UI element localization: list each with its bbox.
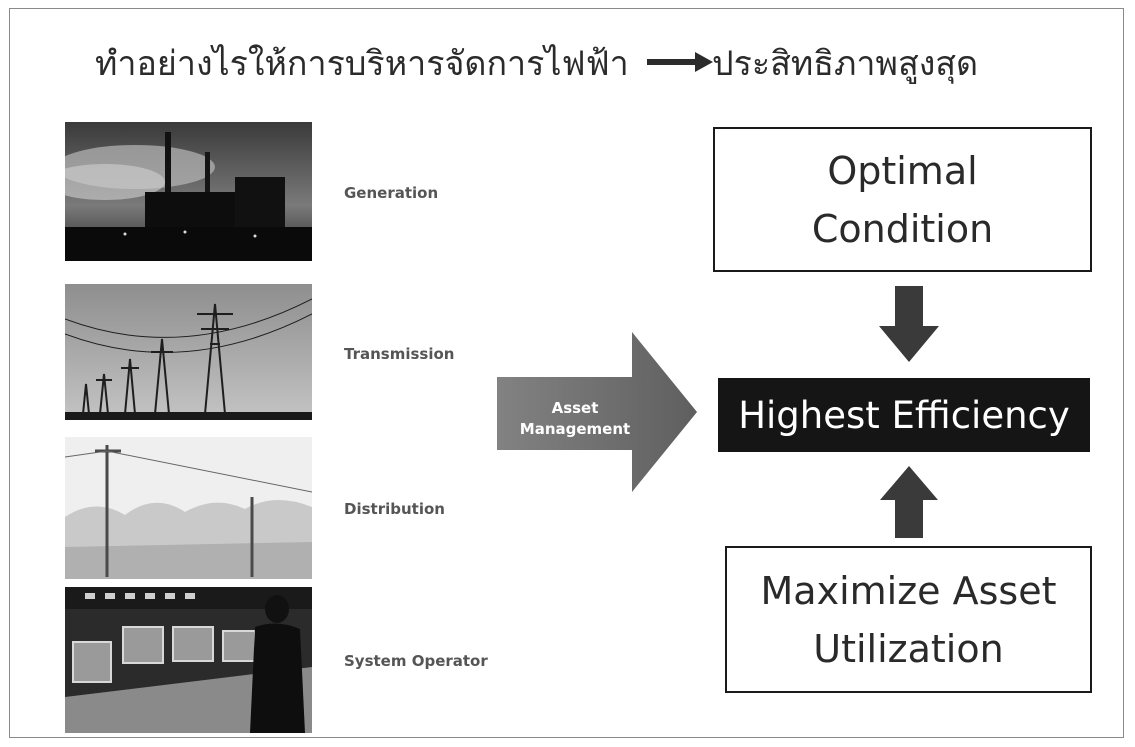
- asset-management-line2: Management: [519, 420, 631, 438]
- power-plant-photo: [65, 122, 312, 261]
- maximize-asset-line2: Utilization: [813, 626, 1004, 671]
- control-room-photo: [65, 587, 312, 733]
- maximize-asset-line1: Maximize Asset: [760, 568, 1057, 613]
- asset-management-line1: Asset: [551, 399, 599, 417]
- title-goal: ประสิทธิภาพสูงสุด: [712, 44, 979, 84]
- asset-management-arrow-icon: [497, 332, 697, 492]
- caption-distribution: Distribution: [344, 500, 445, 518]
- optimal-condition-line2: Condition: [811, 206, 994, 251]
- caption-system-operator: System Operator: [344, 652, 488, 670]
- transmission-towers-photo: [65, 284, 312, 420]
- caption-generation: Generation: [344, 184, 439, 202]
- highest-efficiency-box: Highest Efficiency: [718, 378, 1090, 452]
- maximize-asset-utilization-box: Maximize Asset Utilization: [725, 546, 1092, 693]
- optimal-condition-line1: Optimal: [827, 148, 978, 193]
- arrow-down-icon: [879, 286, 939, 362]
- asset-management-label: Asset Management: [515, 398, 635, 440]
- optimal-condition-box: Optimal Condition: [713, 127, 1092, 272]
- caption-transmission: Transmission: [344, 345, 455, 363]
- arrow-up-icon: [880, 466, 938, 538]
- slide-title: ทำอย่างไรให้การบริหารจัดการไฟฟ้า ประสิทธ…: [0, 30, 1135, 100]
- distribution-poles-photo: [65, 437, 312, 579]
- title-question: ทำอย่างไรให้การบริหารจัดการไฟฟ้า: [95, 44, 629, 84]
- arrow-right-icon: [647, 52, 713, 72]
